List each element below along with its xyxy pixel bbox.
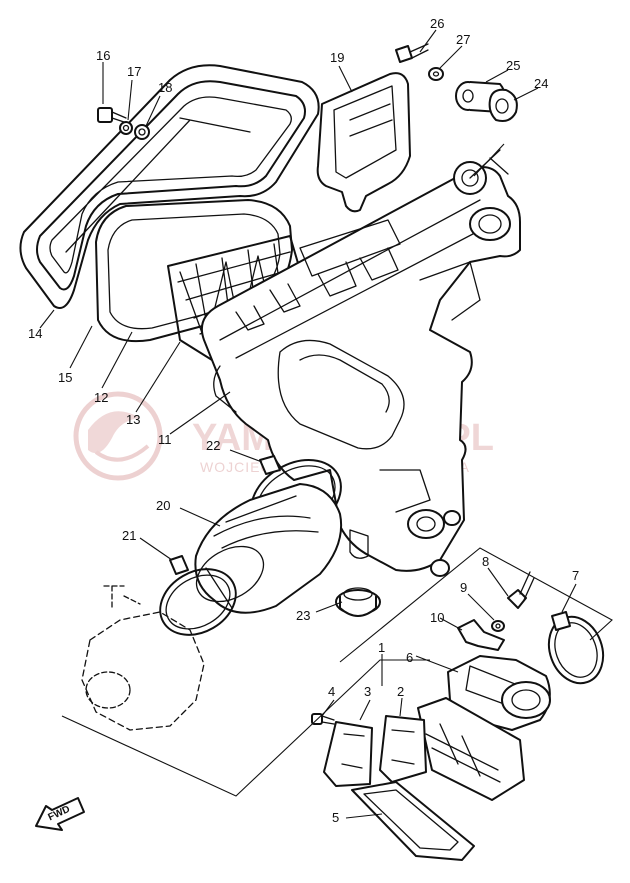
callout-19: 19 [330, 50, 344, 65]
callout-numbers: 16 17 18 19 26 27 25 24 14 15 12 13 11 2… [28, 16, 579, 825]
assembly-outline [61, 143, 613, 797]
case-cover [316, 72, 411, 213]
callout-23: 23 [296, 608, 310, 623]
intake-joint [194, 483, 343, 614]
reed-valve-2 [379, 715, 427, 783]
watermark-logo [73, 391, 163, 481]
callout-5: 5 [332, 810, 339, 825]
hose-clamp-7 [547, 611, 605, 685]
callout-2: 2 [397, 684, 404, 699]
callout-leaders [39, 29, 577, 819]
callout-22: 22 [206, 438, 220, 453]
callout-11: 11 [158, 432, 172, 447]
damper-24 [488, 88, 518, 122]
air-filter-case [200, 149, 521, 577]
drain-cap-23 [335, 587, 381, 617]
callout-8: 8 [482, 554, 489, 569]
bracket-10 [457, 619, 505, 651]
callout-20: 20 [156, 498, 170, 513]
callout-25: 25 [506, 58, 520, 73]
washer-9 [491, 620, 505, 632]
callout-7: 7 [572, 568, 579, 583]
forward-direction-arrow: FWD [35, 797, 85, 831]
reed-valve-3 [323, 721, 373, 787]
callout-6: 6 [406, 650, 413, 665]
callout-24: 24 [534, 76, 548, 91]
air-cleaner-cover [19, 64, 320, 309]
callout-17: 17 [127, 64, 141, 79]
nut-27 [428, 67, 444, 81]
callout-15: 15 [58, 370, 72, 385]
carburetor-reference [81, 585, 205, 731]
bolt-8 [507, 571, 535, 609]
carburetor-joint-6 [447, 655, 551, 731]
bolt-16-17-18 [97, 107, 150, 140]
callout-18: 18 [158, 80, 172, 95]
gasket-5 [351, 781, 475, 861]
callout-9: 9 [460, 580, 467, 595]
reed-valve-assembly [417, 697, 525, 801]
callout-27: 27 [456, 32, 470, 47]
callout-16: 16 [96, 48, 110, 63]
callout-4: 4 [328, 684, 335, 699]
callout-26: 26 [430, 16, 444, 31]
bolt-26 [395, 43, 429, 63]
callout-3: 3 [364, 684, 371, 699]
callout-12: 12 [94, 390, 108, 405]
hose-clamp-21 [159, 555, 237, 636]
callout-10: 10 [430, 610, 444, 625]
callout-1: 1 [378, 640, 385, 655]
callout-21: 21 [122, 528, 136, 543]
callout-13: 13 [126, 412, 140, 427]
callout-14: 14 [28, 326, 42, 341]
